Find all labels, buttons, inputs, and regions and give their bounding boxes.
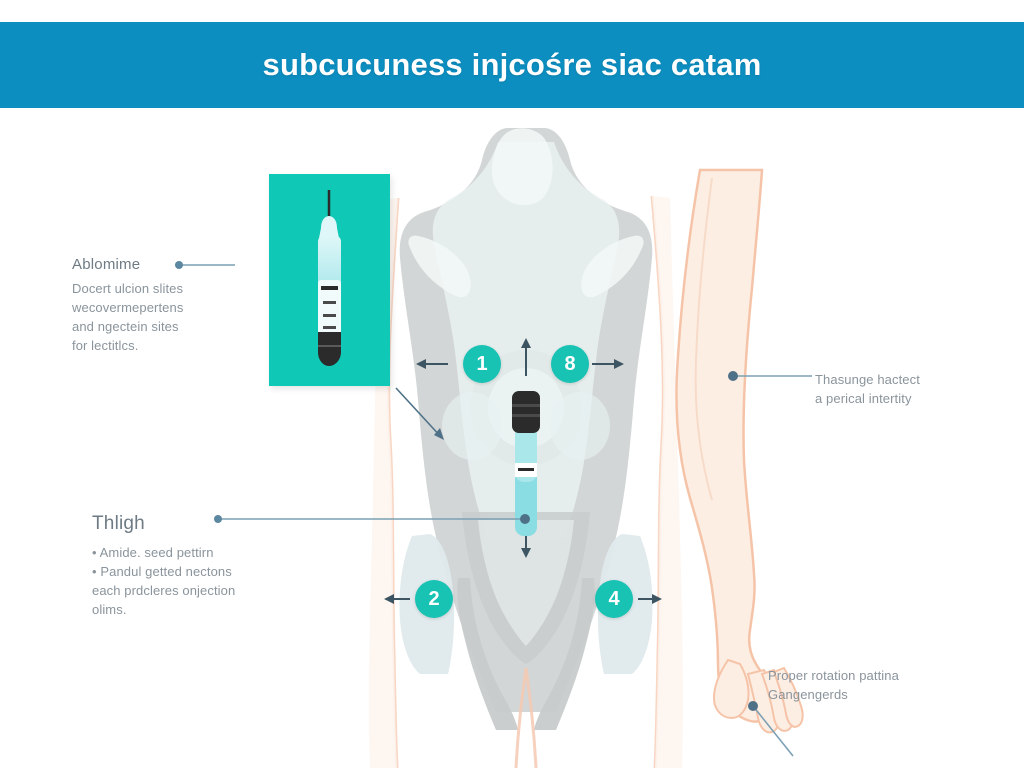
leader-lines [179,264,812,757]
callout-rotation-line-2: Gangengerds [768,687,848,702]
injection-pen-panel [269,174,390,386]
callout-thigh-bullet-2: • Pandul getted nectons [92,564,232,579]
figure-right-leg-outline [650,195,683,768]
site-badge-1-label: 1 [476,352,488,375]
site-badge-8-label: 8 [564,352,576,375]
callout-abdomen-line-2: wecovermepertens [72,300,184,315]
site-badge-2[interactable]: 2 [415,580,453,618]
callout-abdomen-line-1: Docert ulcion slites [72,281,184,296]
callout-arm-line-2: a perical intertity [815,391,912,406]
badge-arrows-thigh [384,594,662,604]
callout-thigh-bullet-4: olims. [92,602,127,617]
header-band: subcucuness injcośre siac catam [0,22,1024,108]
anatomy-illustration [179,128,812,768]
figure-hand [712,658,804,734]
site-badge-4[interactable]: 4 [595,580,633,618]
site-badge-8[interactable]: 8 [551,345,589,383]
callout-rotation: Proper rotation pattina Gangengerds [768,666,988,704]
callout-abdomen: Ablomime Docert ulcion slites wecovermep… [72,256,287,355]
callout-thigh-bullet-1: • Amide. seed pettirn [92,545,214,560]
figure-arm [675,168,804,734]
callout-abdomen-title: Ablomime [72,256,141,273]
site-badge-4-label: 4 [608,587,620,610]
badge-arrows-abdomen [416,359,624,369]
callout-abdomen-line-4: for lectitlcs. [72,338,139,353]
torso-pen-graphic [512,338,540,558]
callout-thigh-bullet-3: each prdcleres onjection [92,583,236,598]
callout-abdomen-line-3: and ngectein sites [72,319,179,334]
insulin-pen-icon [318,190,341,366]
callout-thigh-title: Thligh [92,513,145,534]
site-badge-2-label: 2 [428,587,440,610]
callout-thigh: Thligh • Amide. seed pettirn • Pandul ge… [92,513,327,619]
site-badge-1[interactable]: 1 [463,345,501,383]
callout-arm: Thasunge hactect a perical intertity [815,370,1015,408]
figure-left-leg-outline [369,197,400,768]
callout-rotation-line-1: Proper rotation pattina [768,668,899,683]
leader-dot-abdomen [175,261,183,269]
page-title: subcucuness injcośre siac catam [262,47,762,82]
diagram-stage: 1 8 2 4 Ablomime Docert ulcion slites we… [0,108,1024,768]
leader-dot-thigh [214,515,222,523]
callout-arm-line-1: Thasunge hactect [815,372,920,387]
